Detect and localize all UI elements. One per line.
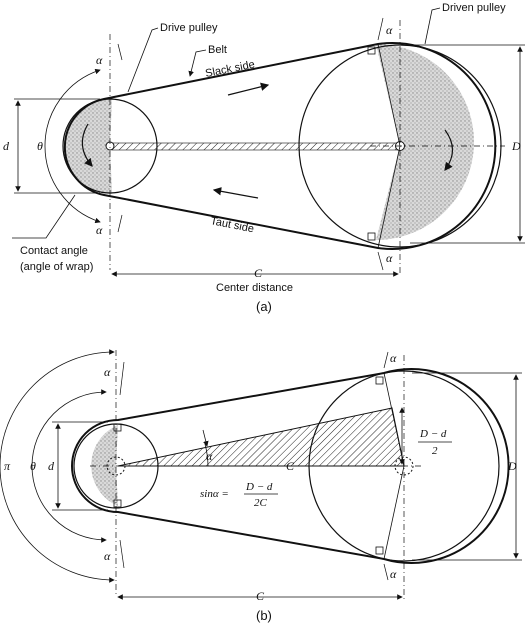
driven-rotation-arrow [444, 129, 454, 171]
drive-pulley-wrap-shade [91, 425, 118, 506]
right-angle-mark [375, 376, 384, 385]
d-small-label: d [3, 139, 10, 153]
driven-pulley-wrap-shade [376, 44, 474, 240]
c-label: C [254, 266, 263, 280]
taut-side-label: Taut side [209, 215, 255, 235]
right-angle-mark [367, 232, 376, 241]
belt-path [63, 42, 497, 250]
driven-bottom-radius [377, 145, 401, 249]
alpha-tick [117, 214, 123, 233]
sin-alpha-denominator: 2C [254, 497, 268, 509]
alpha-tick [377, 17, 384, 41]
alpha-label: α [206, 449, 213, 463]
pi-label: π [4, 459, 11, 473]
driven-bottom-radius [383, 465, 405, 560]
alpha-label: α [390, 567, 397, 581]
c-inside-label: C [286, 459, 295, 473]
caption-b: (b) [256, 608, 272, 623]
d-small-label: d [48, 459, 55, 473]
alpha-tick [383, 563, 389, 581]
angle-of-wrap-label: (angle of wrap) [20, 261, 93, 273]
contact-angle-label: Contact angle [20, 245, 88, 257]
caption-a: (a) [256, 299, 272, 314]
right-angle-mark [367, 46, 376, 55]
d-large-label: D [511, 139, 521, 153]
sin-alpha-lhs: sinα = [200, 488, 229, 500]
alpha-pointer [202, 429, 209, 447]
theta-label: θ [30, 459, 36, 473]
half-diff-denominator: 2 [432, 445, 438, 457]
driven-top-radius [377, 43, 401, 147]
contact-angle-leader [12, 194, 76, 239]
belt-label: Belt [208, 44, 227, 56]
theta-label: θ [37, 139, 43, 153]
alpha-label: α [386, 251, 393, 265]
theta-arc [44, 68, 101, 224]
alpha-tick [377, 251, 384, 271]
belt-path [71, 368, 510, 564]
alpha-tick [117, 43, 123, 61]
alpha-label: α [390, 351, 397, 365]
drive-pulley-wrap-shade [64, 98, 112, 194]
drive-pulley-label: Drive pulley [160, 22, 218, 34]
taut-motion-arrow [212, 187, 259, 199]
theta-arc [31, 389, 107, 543]
figure-a: Driven pulley Drive pulley Belt Slack si… [3, 2, 525, 314]
belt-leader [188, 49, 207, 77]
alpha-label: α [96, 223, 103, 237]
geometry-triangle [117, 407, 405, 467]
drive-pulley-leader [127, 27, 159, 93]
driven-pulley-leader [424, 7, 441, 45]
c-label: C [256, 589, 265, 603]
alpha-label: α [104, 549, 111, 563]
d-large-label: D [507, 459, 517, 473]
alpha-tick [119, 539, 125, 569]
alpha-tick [383, 351, 389, 369]
half-diff-numerator: D − d [419, 428, 447, 440]
alpha-tick [119, 361, 125, 396]
right-angle-mark [375, 546, 384, 555]
slack-side-label: Slack side [204, 59, 256, 80]
center-link [111, 142, 399, 151]
alpha-label: α [104, 365, 111, 379]
figure-b: α α α α α θ π d D C C D − d 2 sinα = D −… [0, 349, 522, 623]
center-distance-label: Center distance [216, 282, 293, 294]
alpha-label: α [386, 23, 393, 37]
alpha-label: α [96, 53, 103, 67]
slack-motion-arrow [227, 82, 270, 96]
sin-alpha-numerator: D − d [245, 481, 273, 493]
driven-pulley-label: Driven pulley [442, 2, 506, 14]
drive-rotation-arrow [81, 123, 93, 167]
pi-arc [0, 349, 115, 583]
